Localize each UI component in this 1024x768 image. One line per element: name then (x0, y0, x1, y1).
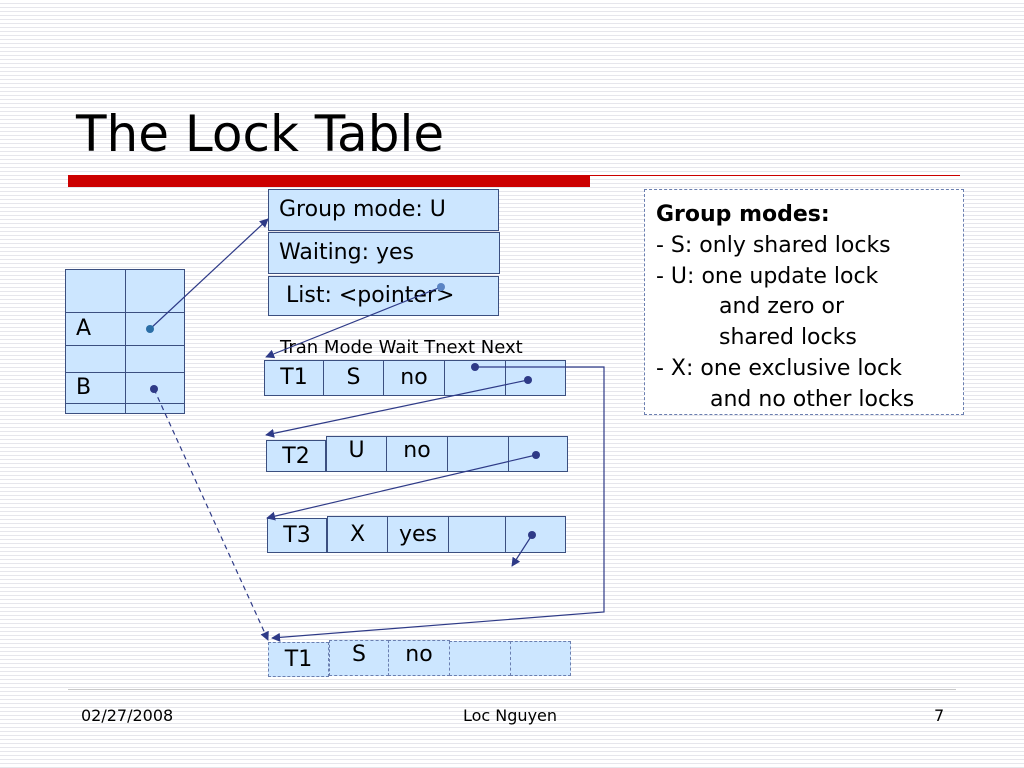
row3-wait: yes (387, 516, 449, 553)
title-accent-bar (68, 175, 590, 187)
title-divider-line (590, 175, 960, 176)
entry-waiting: Waiting: yes (268, 232, 500, 274)
row3-tran: T3 (267, 518, 327, 553)
legend-line-s: - S: only shared locks (656, 232, 891, 258)
row2-tnext (447, 436, 509, 472)
hash-label-a: A (65, 312, 126, 346)
row2-next (508, 436, 568, 472)
row4-next (510, 641, 571, 676)
legend-line-u-cont2: shared locks (719, 325, 857, 351)
arrow-a-to-entry (149, 218, 269, 330)
pointer-dot-b (150, 385, 158, 393)
pointer-dot-row3-next (528, 531, 536, 539)
entry-list-pointer: List: <pointer> (268, 276, 499, 316)
hash-cell-r2-c1 (125, 345, 185, 373)
hash-cell-r0-c0 (65, 269, 126, 313)
row4-tnext (449, 641, 511, 676)
pointer-dot-row1-next (524, 376, 532, 384)
legend-heading: Group modes: (656, 202, 830, 227)
row2-tran: T2 (266, 440, 326, 472)
footer-divider (68, 689, 956, 690)
arrow-b-to-row4 (153, 388, 269, 641)
footer-date: 02/27/2008 (81, 706, 174, 725)
legend-line-u-cont1: and zero or (719, 294, 844, 320)
hash-cell-a-pointer (125, 312, 185, 346)
arrow-row3-next-null (511, 534, 533, 567)
row2-mode: U (326, 436, 387, 472)
entry-group-mode: Group mode: U (268, 189, 499, 231)
legend-line-x: - X: one exclusive lock (656, 355, 902, 381)
legend-line-x-cont: and no other locks (710, 386, 915, 412)
pointer-dot-list (437, 283, 445, 291)
row2-wait: no (386, 436, 448, 472)
pointer-dot-row1-tnext (471, 363, 479, 371)
row4-mode: S (329, 640, 389, 676)
slide-title: The Lock Table (76, 105, 445, 163)
pointer-dot-a (146, 325, 154, 333)
legend-line-u: - U: one update lock (656, 263, 879, 289)
footer-author: Loc Nguyen (463, 706, 558, 725)
arrow-row2-to-row3 (266, 454, 537, 521)
arrow-row1-to-row2 (265, 379, 529, 438)
row1-tran: T1 (264, 360, 324, 396)
row1-next (505, 360, 566, 396)
group-modes-legend: Group modes: - S: only shared locks - U:… (644, 189, 964, 415)
arrow-list-to-row1 (265, 286, 442, 359)
row4-tran: T1 (268, 642, 329, 677)
row3-mode: X (327, 516, 388, 553)
list-column-headers: Tran Mode Wait Tnext Next (280, 337, 523, 358)
row1-mode: S (323, 360, 384, 396)
hash-label-b: B (65, 372, 126, 404)
footer-page-number: 7 (934, 706, 945, 725)
pointer-dot-row2-next (532, 451, 540, 459)
row1-wait: no (383, 360, 445, 396)
hash-cell-r4-c1 (125, 403, 185, 414)
arrow-row1-tnext-to-row4 (271, 366, 605, 642)
